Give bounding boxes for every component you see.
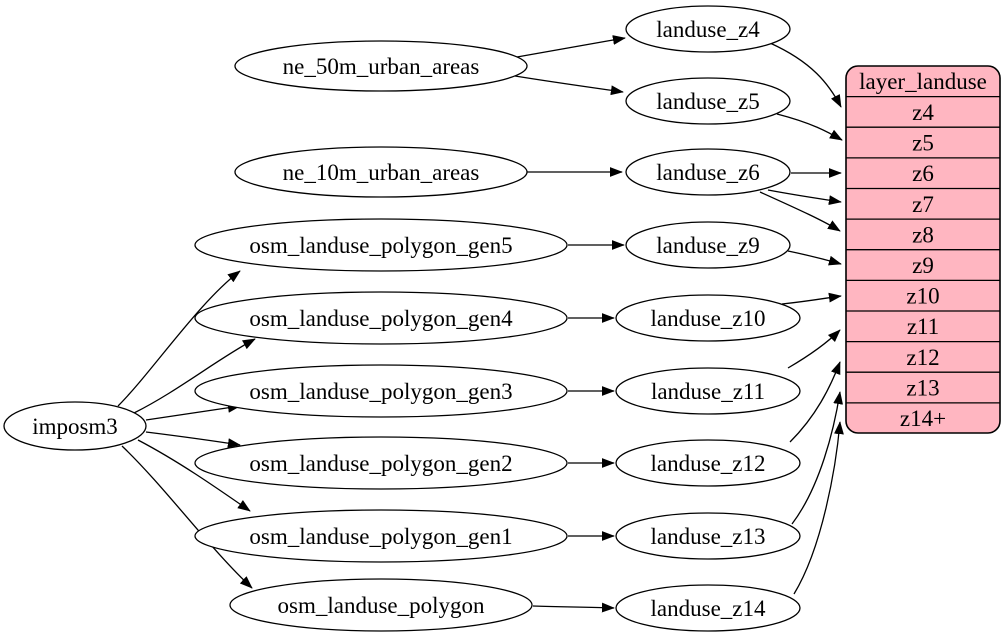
edge-landuse-z9-to-row-z9 <box>787 250 842 266</box>
edge-imposm3-to-gen1 <box>137 439 251 512</box>
node-landuse-z14: landuse_z14 <box>615 584 801 632</box>
edge-landuse-z13-to-row-z13 <box>791 391 843 525</box>
node-label-landuse-z12: landuse_z12 <box>651 451 766 476</box>
node-landuse-z9: landuse_z9 <box>625 221 791 269</box>
node-osm-landuse-polygon-gen4: osm_landuse_polygon_gen4 <box>194 291 568 345</box>
record-title: layer_landuse <box>859 69 987 94</box>
edge-imposm3-to-gen2 <box>145 431 241 449</box>
node-label-osm-landuse-polygon-gen1: osm_landuse_polygon_gen1 <box>249 524 512 549</box>
ellipse-osm-landuse-polygon-gen3 <box>194 364 568 418</box>
node-label-osm-landuse-polygon-gen4: osm_landuse_polygon_gen4 <box>249 306 513 331</box>
node-label-osm-landuse-polygon-gen2: osm_landuse_polygon_gen2 <box>249 451 512 476</box>
node-osm-landuse-polygon: osm_landuse_polygon <box>229 578 533 632</box>
node-landuse-z10: landuse_z10 <box>615 294 801 342</box>
ellipse-landuse-z12 <box>615 439 801 487</box>
record-row-z12: z12 <box>906 345 939 370</box>
ellipse-osm-landuse-polygon-gen2 <box>194 436 568 490</box>
node-label-landuse-z14: landuse_z14 <box>651 596 766 621</box>
edge-ne50m-to-landuse-z4 <box>516 35 626 58</box>
node-landuse-z11: landuse_z11 <box>615 367 801 415</box>
node-landuse-z12: landuse_z12 <box>615 439 801 487</box>
ellipse-osm-landuse-polygon-gen4 <box>194 291 568 345</box>
edge-landuse-z14-to-row-z14plus <box>793 421 844 595</box>
edge-imposm3-to-gen5 <box>117 270 241 407</box>
edge-landuse-z12-to-row-z12 <box>789 361 841 443</box>
node-label-osm-landuse-polygon-gen5: osm_landuse_polygon_gen5 <box>249 233 512 258</box>
node-label-ne-10m-urban-areas: ne_10m_urban_areas <box>283 160 480 185</box>
node-label-landuse-z6: landuse_z6 <box>656 160 759 185</box>
edge-landuse-z10-to-row-z10 <box>781 292 842 305</box>
record-row-z9: z9 <box>912 253 934 278</box>
node-landuse-z6: landuse_z6 <box>625 148 791 196</box>
node-osm-landuse-polygon-gen2: osm_landuse_polygon_gen2 <box>194 436 568 490</box>
ellipse-landuse-z11 <box>615 367 801 415</box>
edge-polygon-to-landuse-z14 <box>532 602 615 613</box>
ellipse-landuse-z14 <box>615 584 801 632</box>
ellipse-landuse-z13 <box>615 512 801 560</box>
node-label-imposm3: imposm3 <box>32 414 118 439</box>
edge-imposm3-to-polygon <box>121 445 253 589</box>
node-label-landuse-z11: landuse_z11 <box>651 379 765 404</box>
node-osm-landuse-polygon-gen1: osm_landuse_polygon_gen1 <box>194 509 568 563</box>
record-row-z6: z6 <box>912 161 934 186</box>
node-osm-landuse-polygon-gen5: osm_landuse_polygon_gen5 <box>194 218 568 272</box>
node-ne-50m-urban-areas: ne_50m_urban_areas <box>234 40 528 92</box>
edge-landuse-z5-to-row-z5 <box>776 113 843 141</box>
ellipse-landuse-z6 <box>625 148 791 196</box>
edge-landuse-z11-to-row-z11 <box>787 329 841 369</box>
record-row-z10: z10 <box>906 284 939 309</box>
ellipse-osm-landuse-polygon-gen5 <box>194 218 568 272</box>
node-label-landuse-z9: landuse_z9 <box>656 233 759 258</box>
ellipse-ne-10m-urban-areas <box>234 146 528 198</box>
record-row-z7: z7 <box>912 192 934 217</box>
edge-imposm3-to-gen3 <box>145 402 241 421</box>
node-label-osm-landuse-polygon: osm_landuse_polygon <box>278 593 485 618</box>
edge-imposm3-to-gen4 <box>133 338 256 414</box>
edge-ne50m-to-landuse-z5 <box>514 75 624 96</box>
node-label-landuse-z13: landuse_z13 <box>651 524 766 549</box>
record-layer-landuse: layer_landuse z4 z5 z6 z7 z8 z9 z10 z11 … <box>845 65 1001 434</box>
record-row-z14plus: z14+ <box>900 406 946 431</box>
node-label-osm-landuse-polygon-gen3: osm_landuse_polygon_gen3 <box>249 379 512 404</box>
ellipse-landuse-z9 <box>625 221 791 269</box>
node-landuse-z4: landuse_z4 <box>625 5 791 53</box>
ellipse-landuse-z4 <box>625 5 791 53</box>
record-row-z8: z8 <box>912 222 934 247</box>
ellipse-osm-landuse-polygon <box>229 578 533 632</box>
edge-landuse-z4-to-row-z4 <box>769 42 842 108</box>
ellipse-landuse-z10 <box>615 294 801 342</box>
node-label-landuse-z4: landuse_z4 <box>656 17 760 42</box>
node-osm-landuse-polygon-gen3: osm_landuse_polygon_gen3 <box>194 364 568 418</box>
ellipse-imposm3 <box>3 401 147 451</box>
node-imposm3: imposm3 <box>3 401 147 451</box>
node-ne-10m-urban-areas: ne_10m_urban_areas <box>234 146 528 198</box>
node-landuse-z5: landuse_z5 <box>625 77 791 125</box>
ellipse-landuse-z5 <box>625 77 791 125</box>
ellipse-osm-landuse-polygon-gen1 <box>194 509 568 563</box>
node-label-landuse-z10: landuse_z10 <box>651 306 766 331</box>
ellipse-ne-50m-urban-areas <box>234 40 528 92</box>
record-row-z4: z4 <box>912 100 934 125</box>
node-landuse-z13: landuse_z13 <box>615 512 801 560</box>
record-row-z5: z5 <box>912 131 934 156</box>
edge-landuse-z6-to-row-z8 <box>759 191 841 232</box>
node-label-ne-50m-urban-areas: ne_50m_urban_areas <box>283 54 480 79</box>
record-row-z11: z11 <box>907 314 939 339</box>
record-row-z13: z13 <box>906 375 939 400</box>
edge-layer <box>117 35 844 613</box>
node-label-landuse-z5: landuse_z5 <box>656 89 759 114</box>
edge-landuse-z6-to-row-z7 <box>767 189 842 205</box>
